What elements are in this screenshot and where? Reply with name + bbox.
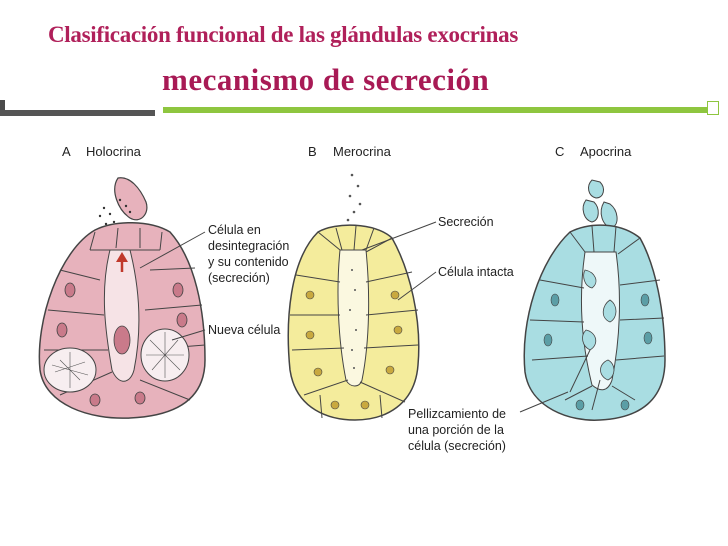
apocrine-gland — [523, 179, 666, 421]
label-line: célula (secreción) — [408, 439, 506, 453]
holocrine-gland — [38, 177, 206, 419]
label-line: (secreción) — [208, 271, 270, 285]
panel-c-letter: C — [555, 144, 564, 159]
decorative-square — [707, 101, 719, 115]
label-line: Pellizcamiento de — [408, 407, 506, 421]
slide-title: Clasificación funcional de las glándulas… — [48, 22, 518, 47]
label-pellizcamiento: Pellizcamiento de una porción de la célu… — [408, 407, 506, 453]
decorative-bar-dark — [0, 100, 5, 116]
label-line: desintegración — [208, 239, 289, 253]
decorative-bar-green — [163, 107, 707, 113]
decorative-bar-dark-horizontal — [0, 110, 155, 116]
label-nueva-celula: Nueva célula — [208, 323, 280, 337]
label-line: y su contenido — [208, 255, 289, 269]
panel-c-title: Apocrina — [580, 144, 632, 159]
slide-subtitle: mecanismo de secreción — [162, 62, 490, 97]
label-line: una porción de la — [408, 423, 504, 437]
panel-b-title: Merocrina — [333, 144, 392, 159]
leader-line — [519, 391, 569, 413]
label-secrecion: Secreción — [438, 215, 494, 229]
label-celula-intacta: Célula intacta — [438, 265, 514, 279]
merocrine-gland — [287, 173, 437, 421]
panel-a-title: Holocrina — [86, 144, 142, 159]
panel-b-letter: B — [308, 144, 317, 159]
label-line: Célula en — [208, 223, 261, 237]
panel-a-letter: A — [62, 144, 71, 159]
label-celula-desintegracion: Célula en desintegración y su contenido … — [208, 223, 289, 285]
